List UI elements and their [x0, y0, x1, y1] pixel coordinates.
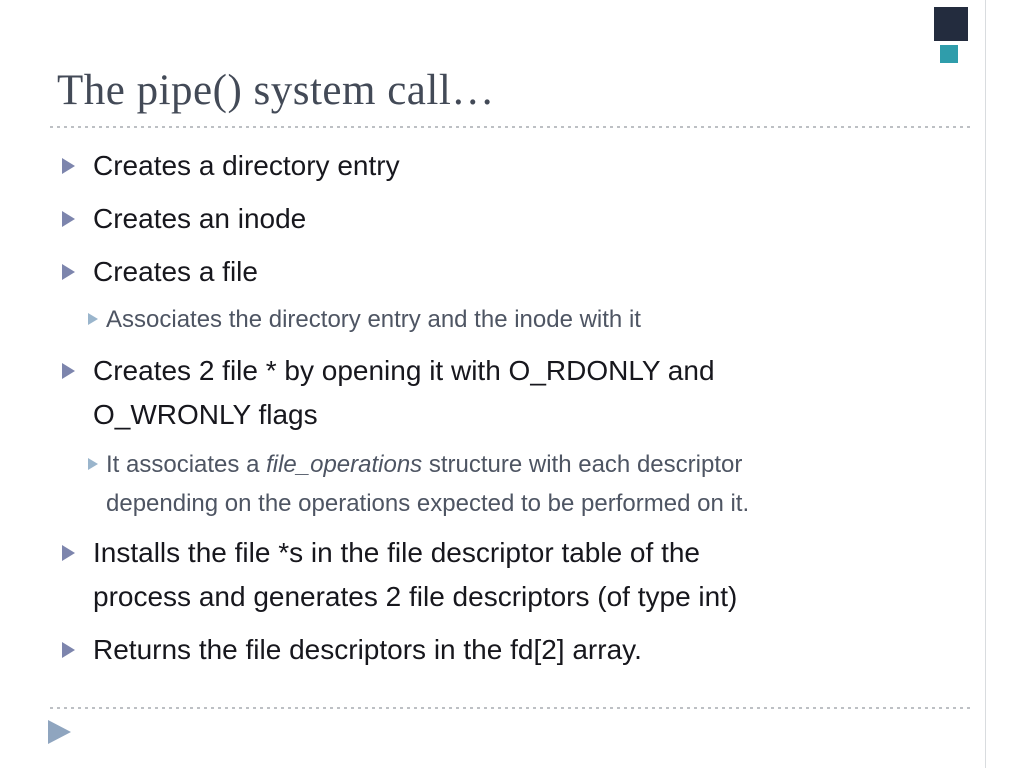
- bullet-list: Creates a directory entry Creates an ino…: [50, 142, 980, 672]
- bullet-item: Creates a directory entry: [50, 144, 980, 188]
- bullet-item: Creates 2 file * by opening it with O_RD…: [50, 349, 980, 437]
- bullet-item: Creates an inode: [50, 197, 980, 241]
- sub-bullet-text: It associates a file_operations structur…: [106, 451, 750, 517]
- bullet-item: Creates a file: [50, 250, 980, 294]
- footer-divider: [50, 707, 974, 709]
- title-underline: [50, 126, 974, 128]
- decor-square-dark: [934, 7, 968, 41]
- bullet-text: Creates a file: [93, 256, 258, 287]
- right-triangle-icon: [62, 363, 75, 379]
- sub-bullet-item: It associates a file_operations structur…: [50, 445, 980, 523]
- bullet-text: Creates a directory entry: [93, 150, 400, 181]
- bullet-text: Creates an inode: [93, 203, 307, 234]
- sub-bullet-item: Associates the directory entry and the i…: [50, 300, 980, 339]
- sub-bullet-text: Associates the directory entry and the i…: [106, 306, 641, 333]
- right-triangle-icon: [62, 211, 75, 227]
- slide-title: The pipe() system call…: [57, 67, 495, 114]
- right-triangle-icon: [62, 158, 75, 174]
- next-slide-triangle-icon: [48, 720, 71, 744]
- right-triangle-icon: [62, 545, 75, 561]
- right-triangle-icon: [62, 642, 75, 658]
- bullet-text: Creates 2 file * by opening it with O_RD…: [93, 355, 715, 430]
- bullet-text: Returns the file descriptors in the fd[2…: [93, 634, 642, 665]
- right-triangle-icon: [88, 458, 98, 470]
- right-triangle-icon: [62, 264, 75, 280]
- italic-term: file_operations: [266, 451, 423, 478]
- bullet-item: Installs the file *s in the file descrip…: [50, 531, 980, 619]
- right-triangle-icon: [88, 313, 98, 325]
- decor-square-teal: [940, 45, 958, 63]
- bullet-text: Installs the file *s in the file descrip…: [93, 537, 738, 612]
- bullet-item: Returns the file descriptors in the fd[2…: [50, 628, 980, 672]
- right-edge-rule: [985, 0, 986, 768]
